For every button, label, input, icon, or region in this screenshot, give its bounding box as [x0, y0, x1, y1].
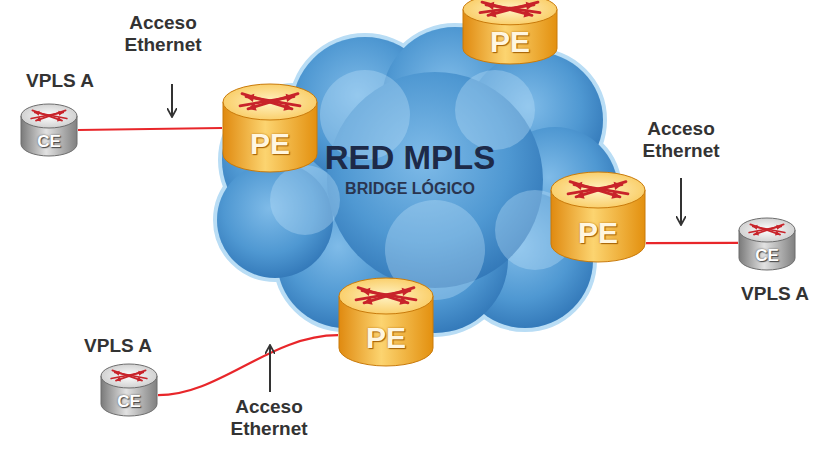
- cylinder-top: [739, 218, 795, 242]
- router-label: CE: [100, 393, 158, 410]
- router-arrows: [111, 370, 147, 381]
- annotation-label: Acceso Ethernet: [108, 12, 218, 56]
- arrow-head: [362, 288, 370, 296]
- arrow-head: [614, 182, 622, 190]
- router-label: PE: [338, 323, 434, 353]
- cylinder-top: [463, 0, 557, 25]
- annotation-label: VPLS A: [18, 70, 102, 92]
- arrow-shaft: [574, 185, 628, 194]
- leader-arrow: [171, 84, 173, 116]
- arrow-head: [35, 111, 40, 116]
- router-label: CE: [738, 247, 796, 264]
- router-arrows: [568, 182, 628, 199]
- router-label: CE: [20, 133, 78, 150]
- router-label: PE: [462, 27, 558, 57]
- cylinder-top: [223, 84, 317, 120]
- pe-router: PE: [550, 172, 646, 262]
- arrow-shaft: [35, 112, 67, 118]
- ethernet-link: [78, 128, 222, 130]
- router-arrows: [480, 2, 540, 18]
- annotation-label: VPLS A: [733, 283, 817, 305]
- router-arrows: [356, 288, 416, 305]
- arrow-head: [138, 371, 143, 376]
- arrow-head: [776, 225, 781, 230]
- ce-router: CE: [738, 218, 796, 270]
- annotation-label: Acceso Ethernet: [214, 396, 324, 440]
- ethernet-link: [158, 335, 338, 395]
- annotation-label: Acceso Ethernet: [626, 118, 736, 162]
- pe-router: PE: [222, 84, 318, 172]
- annotation-label: VPLS A: [76, 335, 160, 357]
- router-arrows: [749, 224, 785, 235]
- ce-router: CE: [100, 364, 158, 416]
- router-label: PE: [222, 129, 318, 159]
- leader-arrow: [269, 346, 271, 392]
- cloud-highlight: [455, 70, 535, 150]
- arrow-shaft: [753, 226, 785, 232]
- arrow-shaft: [486, 5, 540, 13]
- cylinder-top: [21, 104, 77, 128]
- cylinder-top: [101, 364, 157, 388]
- arrow-shaft: [246, 97, 300, 106]
- ce-router: CE: [20, 104, 78, 156]
- pe-router: PE: [462, 0, 558, 64]
- arrow-head: [574, 182, 582, 190]
- cylinder-top: [339, 278, 433, 314]
- router-arrows: [31, 110, 67, 121]
- pe-router: PE: [338, 278, 434, 366]
- arrow-shaft: [115, 372, 147, 378]
- arrow-shaft: [362, 291, 416, 300]
- router-label: PE: [550, 218, 646, 248]
- router-cylinder: [550, 172, 646, 262]
- cylinder-top: [551, 172, 645, 208]
- arrow-head: [58, 111, 63, 116]
- router-arrows: [240, 94, 300, 111]
- leader-arrow: [680, 178, 682, 224]
- arrow-head: [286, 94, 294, 102]
- arrow-head: [526, 2, 534, 10]
- arrow-head: [402, 288, 410, 296]
- ethernet-link: [646, 242, 738, 244]
- arrow-head: [115, 371, 120, 376]
- arrow-head: [753, 225, 758, 230]
- arrow-head: [486, 2, 494, 10]
- arrow-head: [246, 94, 254, 102]
